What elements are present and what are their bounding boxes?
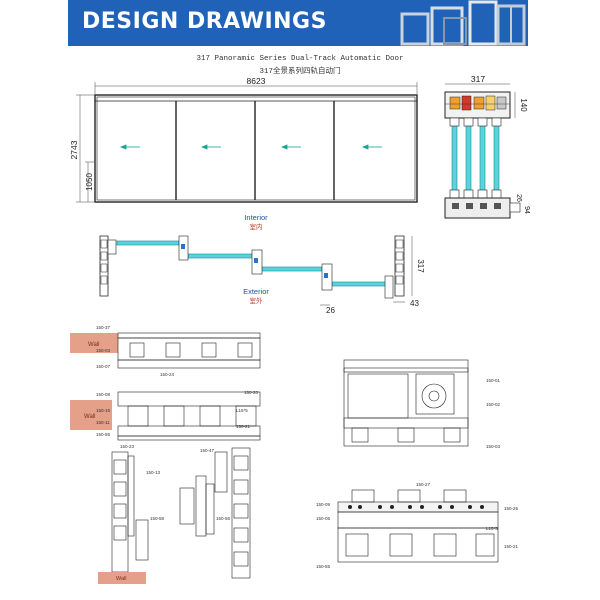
svg-text:150-13: 150-13 — [146, 470, 161, 475]
window-frames-illustration — [400, 0, 526, 46]
svg-text:L15*5: L15*5 — [236, 408, 248, 413]
drawing-title-cn: 317全景系列四轨自动门 — [259, 68, 341, 76]
svg-text:150-56: 150-56 — [216, 516, 231, 521]
plan-dim-26: 26 — [326, 306, 335, 315]
plan-dim-43: 43 — [410, 299, 419, 308]
svg-text:150-47: 150-47 — [200, 448, 215, 453]
plan-depth-dim: 317 — [416, 259, 425, 273]
plan-view: Interior 室内 317 Exterior — [99, 213, 425, 315]
svg-text:150-26: 150-26 — [504, 506, 519, 511]
header-banner: DESIGN DRAWINGS — [68, 0, 528, 46]
svg-text:150-24: 150-24 — [160, 372, 175, 377]
banner-title: DESIGN DRAWINGS — [82, 9, 327, 34]
detail-operator-box — [343, 359, 469, 447]
interior-label: Interior — [244, 213, 268, 222]
exterior-label-cn: 室外 — [250, 296, 264, 305]
side-section: 317 140 26 94 — [444, 74, 530, 219]
svg-text:150-15: 150-15 — [96, 408, 111, 413]
svg-text:150-27: 150-27 — [416, 482, 431, 487]
section-width-dim: 317 — [471, 74, 485, 84]
svg-text:150-20: 150-20 — [244, 390, 259, 395]
front-elevation: 8623 2743 1050 — [69, 76, 418, 203]
svg-text:150-08: 150-08 — [96, 392, 111, 397]
detail-b-callouts: 150-23 150-13 150-47 150-58 150-56 — [120, 444, 231, 521]
svg-text:150-37: 150-37 — [96, 325, 111, 330]
drawing-title-en: 317 Panoramic Series Dual-Track Automati… — [196, 55, 404, 63]
section-top-dim: 140 — [519, 98, 528, 112]
svg-text:150-21: 150-21 — [504, 544, 519, 549]
svg-text:150-11: 150-11 — [96, 420, 110, 425]
svg-text:150-07: 150-07 — [96, 364, 111, 369]
detail-sill-section — [337, 489, 499, 563]
svg-text:150-55: 150-55 — [96, 432, 111, 437]
section-bottom-dim-a: 26 — [515, 194, 522, 202]
svg-text:150-58: 150-58 — [150, 516, 165, 521]
svg-text:150-01: 150-01 — [486, 378, 501, 383]
svg-text:150-05: 150-05 — [316, 516, 331, 521]
svg-text:150-02: 150-02 — [486, 402, 501, 407]
detail-jamb-section: Wall — [98, 447, 251, 584]
svg-text:L15*5: L15*5 — [486, 526, 498, 531]
detail-head-section: Wall Wall — [70, 332, 261, 441]
wall-label-c: Wall — [116, 576, 127, 582]
svg-text:150-23: 150-23 — [120, 444, 135, 449]
detail-d-callouts: 150-09 150-27 150-05 150-26 L15*5 150-21… — [316, 482, 519, 569]
detail-a-callouts: 150-37 150-03 150-07 150-24 150-08 150-1… — [96, 325, 259, 437]
elevation-height-dim: 2743 — [69, 140, 79, 159]
elevation-lower-dim: 1050 — [85, 173, 94, 191]
svg-text:150-03: 150-03 — [486, 444, 501, 449]
svg-text:150-03: 150-03 — [96, 348, 111, 353]
interior-label-cn: 室内 — [250, 222, 263, 231]
wall-label-b: Wall — [84, 414, 95, 420]
svg-text:150-55: 150-55 — [316, 564, 331, 569]
svg-text:150-09: 150-09 — [316, 502, 331, 507]
detail-c-callouts: 150-01 150-02 150-03 — [486, 378, 501, 449]
svg-text:150-21: 150-21 — [236, 424, 251, 429]
section-bottom-dim-b: 94 — [523, 206, 530, 214]
elevation-width-dim: 8623 — [247, 76, 266, 86]
exterior-label: Exterior — [243, 287, 269, 296]
wall-label-a: Wall — [88, 342, 99, 348]
